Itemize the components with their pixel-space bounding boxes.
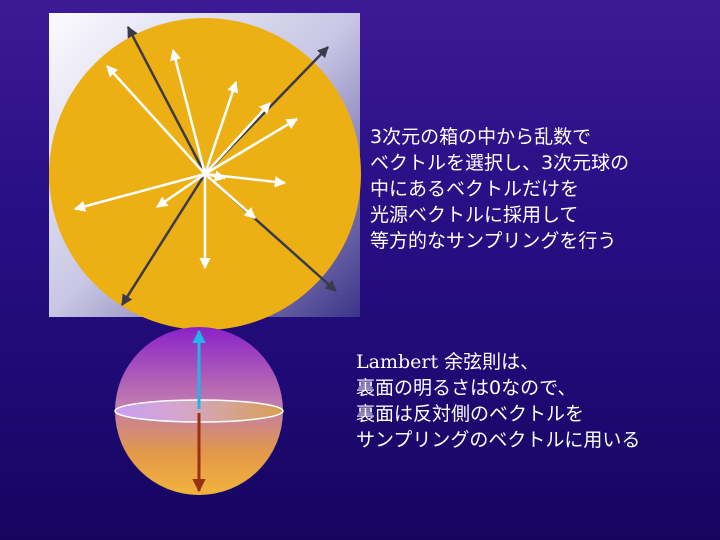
accepted-vector — [170, 48, 207, 175]
accepted-vectors — [73, 48, 298, 270]
accepted-vector — [204, 173, 256, 219]
rejected-vector — [120, 173, 207, 306]
bottom-caption: Lambert 余弦則は、 裏面の明るさは0なので、 裏面は反対側のベクトルを … — [356, 349, 640, 453]
caption-line: 光源ベクトルに採用して — [370, 204, 579, 226]
caption-line: 裏面は反対側のベクトルを — [356, 403, 585, 425]
caption-line: ベクトルを選択し、3次元球の — [370, 152, 630, 174]
rejected-vector — [126, 26, 207, 175]
lambert-word: Lambert — [356, 351, 439, 373]
accepted-vector — [73, 172, 206, 212]
top-caption: 3次元の箱の中から乱数で ベクトルを選択し、3次元球の 中にあるベクトルだけを … — [370, 124, 629, 254]
caption-line: 等方的なサンプリングを行う — [370, 230, 617, 252]
accepted-vector — [204, 117, 298, 176]
accepted-vector — [106, 65, 206, 175]
accepted-vector — [204, 102, 271, 175]
caption-line: 裏面の明るさは0なので、 — [356, 377, 577, 399]
lambert-rest: 余弦則は、 — [438, 351, 540, 373]
caption-line: サンプリングのベクトルに用いる — [356, 429, 641, 451]
accepted-vector — [156, 172, 206, 209]
accepted-vector — [204, 170, 227, 182]
accepted-vector — [203, 80, 239, 175]
caption-line: 3次元の箱の中から乱数で — [370, 126, 592, 148]
caption-line-lambert: Lambert 余弦則は、 — [356, 349, 640, 375]
caption-line: 中にあるベクトルだけを — [370, 178, 580, 200]
